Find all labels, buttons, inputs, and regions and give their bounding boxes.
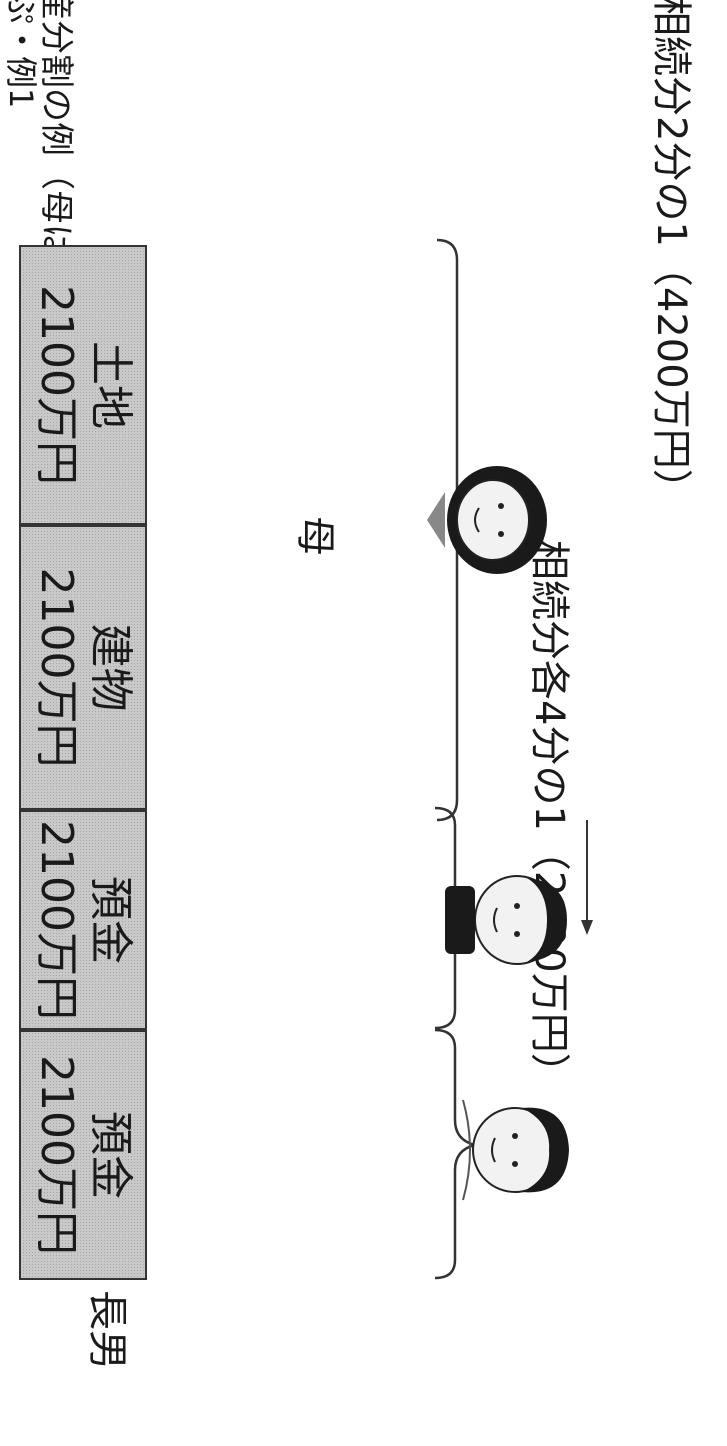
eldest-son-face-icon xyxy=(462,1099,569,1201)
mother-face-icon xyxy=(427,466,547,574)
share-arrow-head xyxy=(581,920,593,935)
asset-name: 土地 xyxy=(85,341,136,429)
asset-amount: 2100万円 xyxy=(31,820,82,1020)
second-son-face-icon xyxy=(445,875,567,965)
asset-name: 建物 xyxy=(85,623,136,712)
asset-amount: 2100万円 xyxy=(31,285,82,485)
asset-name: 預金 xyxy=(85,876,136,964)
asset-amount: 2100万円 xyxy=(31,1055,82,1255)
asset-name: 預金 xyxy=(85,1111,136,1199)
asset-amount: 2100万円 xyxy=(31,567,82,768)
